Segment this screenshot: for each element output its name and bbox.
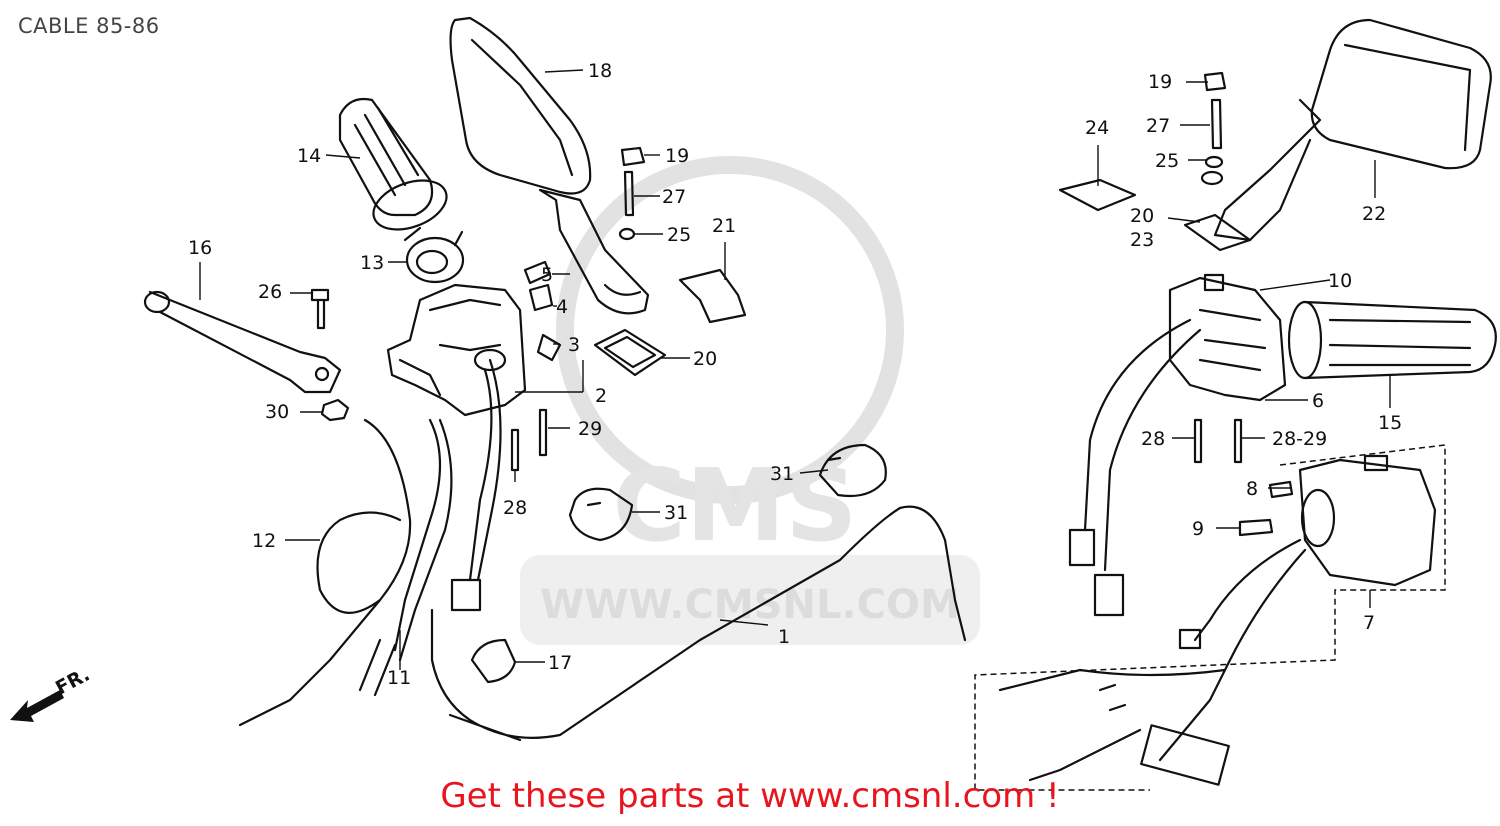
promo-link-text[interactable]: Get these parts at www.cmsnl.com ! (440, 776, 1060, 816)
callout-24: 24 (1085, 117, 1109, 139)
callout-19-left: 19 (665, 145, 689, 167)
switch-wire-right (1083, 318, 1202, 572)
callout-14: 14 (297, 145, 321, 167)
callout-3: 3 (568, 334, 580, 356)
callout-28-right: 28 (1141, 428, 1165, 450)
callout-18: 18 (588, 60, 612, 82)
front-direction-arrow: FR. (10, 663, 93, 722)
cable-clamp-31-right (818, 443, 887, 498)
right-switch-housing (1168, 273, 1287, 402)
watermark-logo-text: CMS (613, 447, 858, 564)
bar-end-weight (403, 226, 465, 284)
callout-13: 13 (360, 252, 384, 274)
callout-25-left: 25 (667, 224, 691, 246)
page-title: CABLE 85-86 (18, 14, 160, 38)
lever-bracket (386, 283, 527, 417)
switch-wire-11 (358, 418, 453, 697)
throttle-cable (430, 505, 967, 742)
callout-12: 12 (252, 530, 276, 552)
clip-9 (1238, 518, 1274, 537)
watermark: CMS WWW.CMSNL.COM (520, 156, 980, 645)
clutch-lever (143, 290, 342, 394)
callout-8: 8 (1246, 478, 1258, 500)
clip-3 (536, 333, 562, 362)
assembly-boundary (974, 444, 1446, 791)
clip-4 (528, 283, 554, 312)
left-grip (338, 97, 448, 231)
cable-clamp-31-left (568, 487, 634, 542)
washer-25-right (1204, 155, 1224, 169)
callout-labels: 1 2 3 4 5 6 7 8 9 10 11 12 13 14 15 16 1… (188, 60, 1402, 689)
watermark-ring (556, 156, 904, 504)
connector-right-2 (1093, 573, 1125, 617)
callout-26: 26 (258, 281, 282, 303)
clip-8 (1268, 480, 1294, 499)
washer-20-right (1200, 170, 1224, 186)
callout-7: 7 (1363, 612, 1375, 634)
connector-right-1 (1068, 528, 1096, 567)
right-grip (1287, 300, 1497, 380)
callout-20-right: 20 (1130, 205, 1154, 227)
callout-30: 30 (265, 401, 289, 423)
callout-31-upper: 31 (770, 463, 794, 485)
callout-27-right: 27 (1146, 115, 1170, 137)
callout-5: 5 (541, 264, 553, 286)
callout-4: 4 (556, 296, 568, 318)
front-arrow-icon (10, 690, 64, 722)
callout-22: 22 (1362, 203, 1386, 225)
watermark-site-text: WWW.CMSNL.COM (540, 582, 960, 628)
callout-23: 23 (1130, 229, 1154, 251)
callout-28-left: 28 (503, 497, 527, 519)
clip-5 (523, 260, 552, 285)
pivot-bolt (310, 288, 330, 330)
plate-clip-21 (678, 268, 747, 324)
callout-2: 2 (595, 385, 607, 407)
plate-24 (1058, 178, 1137, 212)
watermark-banner (520, 555, 980, 645)
callout-17: 17 (548, 652, 572, 674)
handlebar-switch-assembly (998, 454, 1437, 786)
callout-31-lower: 31 (664, 502, 688, 524)
bolt-27-right (1210, 98, 1223, 150)
callout-11: 11 (387, 667, 411, 689)
mirror-plate-left (593, 328, 667, 377)
screw-28-left (510, 428, 520, 472)
callout-20-left: 20 (693, 348, 717, 370)
screw-28-right (1193, 418, 1203, 464)
cap-19-left (620, 146, 646, 167)
callout-6: 6 (1312, 390, 1324, 412)
callout-27-left: 27 (662, 186, 686, 208)
washer-25-left (618, 227, 636, 241)
callout-29: 29 (578, 418, 602, 440)
bolt-27-left (623, 170, 635, 217)
leader-lines (199, 69, 1391, 670)
pivot-nut (320, 398, 350, 422)
rubber-17 (470, 638, 517, 684)
callout-10: 10 (1328, 270, 1352, 292)
screw-2829-right (1233, 418, 1243, 464)
callout-1: 1 (778, 626, 790, 648)
callout-16: 16 (188, 237, 212, 259)
clutch-cable (238, 418, 412, 727)
callout-28-29: 28-29 (1272, 428, 1327, 450)
right-mirror (1213, 18, 1492, 242)
cap-19-right (1203, 71, 1227, 92)
mirror-plate-right (1183, 213, 1252, 252)
switch-wire-harness-left (468, 358, 502, 582)
screw-29-left (538, 408, 548, 457)
connector-left (450, 578, 482, 612)
callout-19-right: 19 (1148, 71, 1172, 93)
left-mirror (449, 16, 650, 315)
callout-15: 15 (1378, 412, 1402, 434)
callout-25-right: 25 (1155, 150, 1179, 172)
callout-9: 9 (1192, 518, 1204, 540)
callout-21: 21 (712, 215, 736, 237)
